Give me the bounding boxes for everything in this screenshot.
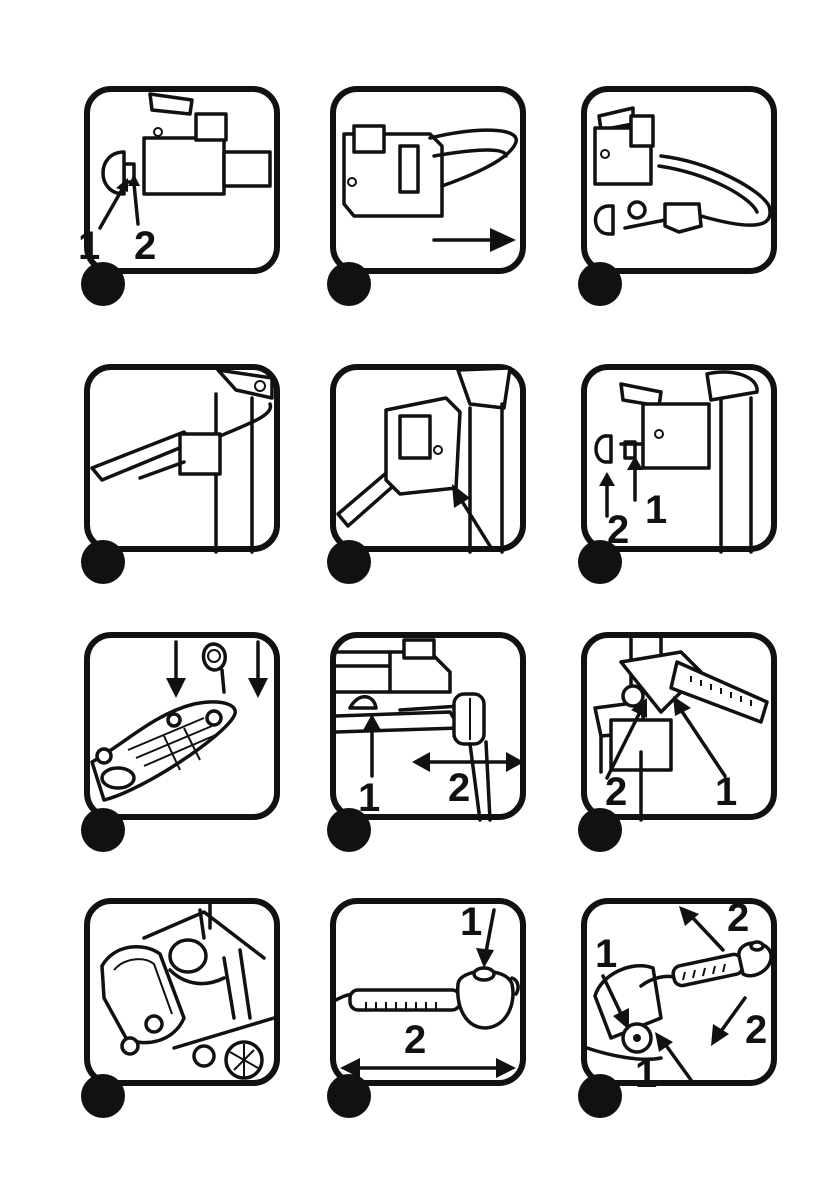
step-1-arrow-2 — [124, 170, 164, 230]
step-10-marker — [81, 1074, 125, 1118]
step-7-marker — [81, 808, 125, 852]
step-10-panel — [84, 898, 280, 1086]
step-12-arrow-bottom-1 — [651, 1028, 697, 1084]
step-9-panel: 2 1 — [581, 632, 777, 820]
step-3-panel — [581, 86, 777, 274]
step-12-panel: 2 1 2 1 — [581, 898, 777, 1086]
step-5-panel — [330, 364, 526, 552]
step-4-panel — [84, 364, 280, 552]
step-7-illustration — [84, 632, 280, 820]
step-12-arrow-up — [673, 902, 729, 954]
step-6-marker — [578, 540, 622, 584]
step-6-arrow-1 — [621, 454, 651, 504]
step-11-label-2: 2 — [404, 1020, 426, 1060]
step-9-marker — [578, 808, 622, 852]
step-7-panel — [84, 632, 280, 820]
step-12-label-2-top: 2 — [727, 898, 749, 938]
step-5-illustration — [330, 364, 526, 552]
step-12-label-1-left: 1 — [595, 934, 617, 974]
step-2-panel — [330, 86, 526, 274]
step-2-marker — [327, 262, 371, 306]
step-3-marker — [578, 262, 622, 306]
step-1-panel: 1 2 — [84, 86, 280, 274]
step-2-illustration — [330, 86, 526, 274]
step-12-arrow-left-1 — [595, 972, 635, 1032]
step-8-arrow-2 — [410, 750, 526, 774]
step-4-illustration — [84, 364, 280, 552]
step-11-panel: 1 2 — [330, 898, 526, 1086]
step-9-arrow-1 — [667, 692, 737, 782]
step-5-marker — [327, 540, 371, 584]
step-11-arrow-2 — [338, 1056, 518, 1080]
step-4-marker — [81, 540, 125, 584]
step-6-arrow-2 — [593, 470, 623, 520]
step-3-illustration — [581, 86, 777, 274]
step-11-arrow-1 — [470, 906, 510, 972]
step-12-arrow-down — [705, 994, 755, 1050]
step-1-marker — [81, 262, 125, 306]
step-8-marker — [327, 808, 371, 852]
step-8-arrow-1 — [358, 712, 388, 782]
step-11-marker — [327, 1074, 371, 1118]
step-10-illustration — [84, 898, 280, 1086]
step-9-arrow-2 — [601, 694, 661, 784]
step-8-label-2: 2 — [448, 768, 470, 808]
step-6-panel: 1 2 — [581, 364, 777, 552]
step-12-marker — [578, 1074, 622, 1118]
step-8-panel: 1 2 — [330, 632, 526, 820]
